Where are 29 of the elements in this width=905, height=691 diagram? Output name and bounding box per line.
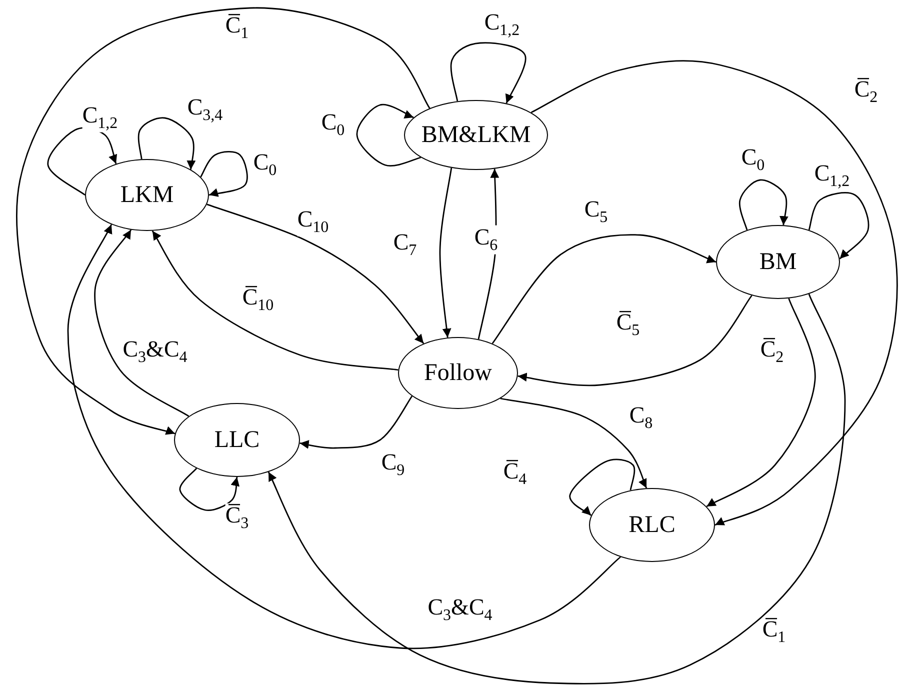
transition-arrow [268,294,846,684]
edge-label: C$_{6}$ [474,225,498,255]
transition-arrow [67,224,621,650]
transition-arrow [300,396,413,450]
transition-arrow [518,295,752,386]
transition-arrow [530,60,898,526]
state-label: RLC [628,513,676,537]
transition-arrow [706,298,816,508]
transition-arrow [47,127,118,196]
transition-arrow [450,42,526,104]
transition-arrow [94,229,190,417]
transition-arrow [179,468,240,511]
state-label: BM [759,250,797,274]
transition-arrow [200,151,248,198]
transition-arrow [500,398,648,488]
state-label: BM&LKM [421,123,531,147]
transition-arrow [808,192,870,260]
transition-arrow [356,104,421,166]
transition-arrow [152,230,398,371]
transition-arrow [738,179,789,230]
transition-arrow [569,458,636,516]
transition-arrow [439,168,452,338]
state-label: LLC [214,428,260,452]
state-label: Follow [424,361,492,385]
transition-arrow [138,117,196,170]
transition-arrow [492,234,716,344]
transition-arrow [16,7,430,436]
transition-arrow [206,204,424,344]
state-label: LKM [120,183,174,207]
